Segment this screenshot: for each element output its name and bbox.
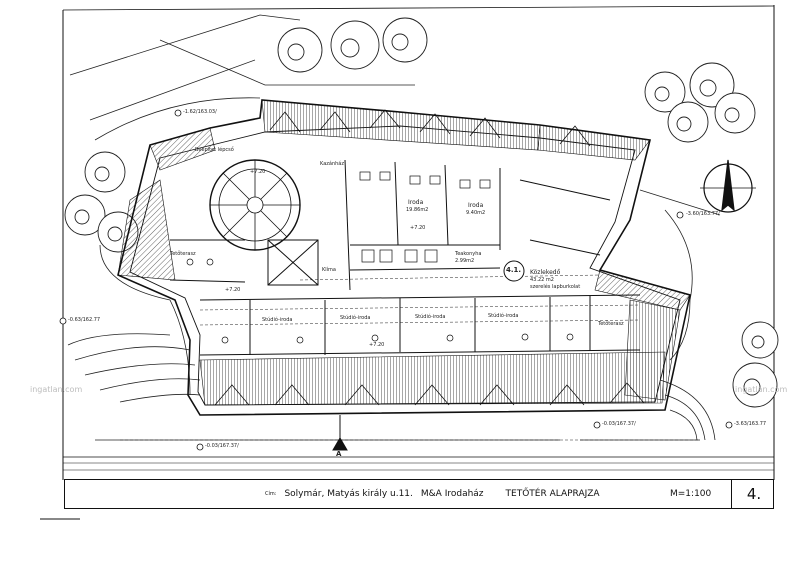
room-label-iroda1: Iroda <box>408 199 424 206</box>
room-label-teakonyha-area: 2.99m2 <box>455 258 475 264</box>
title-block-prefix: Cím: <box>265 491 277 497</box>
title-block-drawing-title: TETŐTÉR ALAPRAJZA <box>505 489 600 499</box>
title-block: Cím: Solymár, Matyás király u.11. M&A Ir… <box>64 479 774 509</box>
interior-walls <box>169 159 641 356</box>
level-label-far-right: -3.63/163.77 <box>734 421 767 427</box>
room-number-marker <box>503 260 525 282</box>
section-label: A <box>336 450 342 458</box>
core-block <box>267 239 319 286</box>
elevation-label-3: +7.20 <box>410 225 426 231</box>
watermark-right: ingatlan.com <box>735 385 788 394</box>
title-block-project: M&A Irodaház <box>420 489 484 499</box>
room-label-studio-4: Stúdió-iroda <box>488 313 519 319</box>
elevation-label-1: +7.20 <box>225 287 241 293</box>
watermark-left: ingatlan.com <box>30 385 83 394</box>
title-block-scale: M=1:100 <box>670 489 712 499</box>
room-label-teakonyha: Teakonyha <box>455 251 482 257</box>
room-label-terasz-right: Tetőterasz <box>598 321 624 327</box>
roof-hatching <box>117 99 691 406</box>
room-label-iroda2-area: 9.40m2 <box>466 210 486 216</box>
north-arrow <box>700 159 756 213</box>
section-marker <box>332 415 348 451</box>
room-label-kozlekedo-note: szerelés lapburkolat <box>530 284 581 290</box>
spiral-staircase <box>209 159 301 251</box>
room-label-kazan: Kazánház <box>320 161 344 167</box>
level-markers <box>59 109 733 451</box>
fixtures <box>186 171 574 344</box>
elevation-label-4: +7.20 <box>250 169 266 175</box>
room-label-kozlekedo: Közlekedő <box>530 269 561 276</box>
room-label-iroda2: Iroda <box>468 202 484 209</box>
level-label-east: -3.60/163.77/ <box>686 211 720 217</box>
level-label-north: -1.62/163.03/ <box>183 109 217 115</box>
room-label-kozlekedo-area: 43.22 m2 <box>530 277 554 283</box>
room-label-stairwell: Beépítet lépcső <box>195 147 234 153</box>
level-label-south-left: -0.03/167.37/ <box>205 443 239 449</box>
room-number-label: 4.1. <box>506 266 522 274</box>
sheet-border <box>40 5 775 520</box>
room-label-studio-1: Stúdió-iroda <box>262 317 293 323</box>
title-block-text: Cím: Solymár, Matyás király u.11. M&A Ir… <box>265 480 608 508</box>
room-label-klima: Klíma <box>322 267 336 273</box>
room-label-studio-2: Stúdió-iroda <box>340 315 371 321</box>
level-label-west: -0.63/162.77 <box>68 317 101 323</box>
elevation-label-2: +7.20 <box>369 342 385 348</box>
room-label-studio-3: Stúdió-iroda <box>415 314 446 320</box>
room-label-iroda1-area: 19.86m2 <box>406 207 429 213</box>
level-label-south-right: -0.03/167.37/ <box>602 421 636 427</box>
room-label-terasz-left: Tetőterasz <box>170 251 196 257</box>
title-block-sheet-number: 4. <box>731 480 776 508</box>
roof-ridges <box>214 109 645 406</box>
dimension-lines <box>120 274 700 441</box>
trees <box>64 17 779 408</box>
title-block-location: Solymár, Matyás király u.11. <box>284 489 413 499</box>
